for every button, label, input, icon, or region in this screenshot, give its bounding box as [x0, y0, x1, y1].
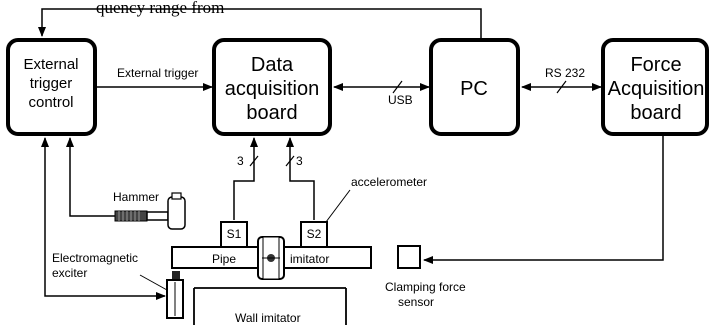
usb-bus-slash	[392, 80, 403, 94]
force-sensor-line	[423, 136, 664, 264]
exciter-leader-line	[139, 274, 168, 291]
external-trigger-control-line-3: control	[28, 94, 73, 111]
data-acquisition-board-line-2: acquisition	[225, 78, 320, 100]
pipe-label: Pipe	[212, 252, 236, 266]
hammer-label: Hammer	[113, 190, 159, 204]
clamping-force-label: Clamping force	[385, 280, 466, 294]
force-acquisition-board-line-3: board	[630, 102, 681, 124]
sensor-s1: S1	[220, 221, 248, 248]
pc-label: PC	[460, 78, 488, 100]
sensor-label: sensor	[398, 295, 434, 309]
pc-block: PC	[429, 38, 520, 136]
data-acquisition-board-block: Data acquisition board	[212, 38, 332, 136]
external-trigger-control-block: External trigger control	[6, 38, 97, 136]
accelerometer-leader-line	[325, 189, 351, 223]
imitator-label: imitator	[290, 252, 329, 266]
external-trigger-label: External trigger	[117, 66, 198, 80]
external-trigger-control-line-2: trigger	[30, 75, 73, 92]
usb-label: USB	[388, 93, 413, 107]
rs232-label: RS 232	[545, 66, 585, 80]
accelerometer-label: accelerometer	[351, 175, 427, 189]
exciter-label: exciter	[52, 266, 87, 280]
pipe-clamp-icon	[257, 236, 285, 280]
sensor-s2-label: S2	[307, 227, 322, 241]
force-acquisition-board-block: Force Acquisition board	[601, 38, 709, 136]
hammer-icon	[114, 192, 186, 230]
force-acquisition-board-line-2: Acquisition	[608, 78, 705, 100]
force-acquisition-board-line-1: Force	[630, 54, 681, 76]
pc-to-trigger-control-line	[38, 8, 482, 38]
data-acquisition-board-line-3: board	[246, 102, 297, 124]
hammer-trigger-line	[66, 137, 115, 217]
wall-imitator-label: Wall imitator	[235, 311, 301, 325]
s1-bus-slash	[249, 155, 259, 167]
bus-width-left-label: 3	[237, 154, 244, 168]
electromagnetic-exciter-icon	[166, 271, 184, 319]
rs232-bus-slash	[556, 80, 567, 94]
sensor-s1-label: S1	[227, 227, 242, 241]
clamping-force-sensor-icon	[397, 245, 421, 269]
s2-bus-line	[286, 137, 315, 220]
s2-bus-slash	[285, 155, 295, 167]
s1-bus-line	[233, 137, 258, 220]
sensor-s2: S2	[300, 221, 328, 248]
wall-imitator	[193, 287, 347, 325]
data-acquisition-board-line-1: Data	[251, 54, 294, 76]
external-trigger-control-line-1: External	[23, 56, 78, 73]
electromagnetic-label: Electromagnetic	[52, 251, 138, 265]
exciter-trigger-line	[41, 137, 166, 300]
bus-width-right-label: 3	[296, 154, 303, 168]
